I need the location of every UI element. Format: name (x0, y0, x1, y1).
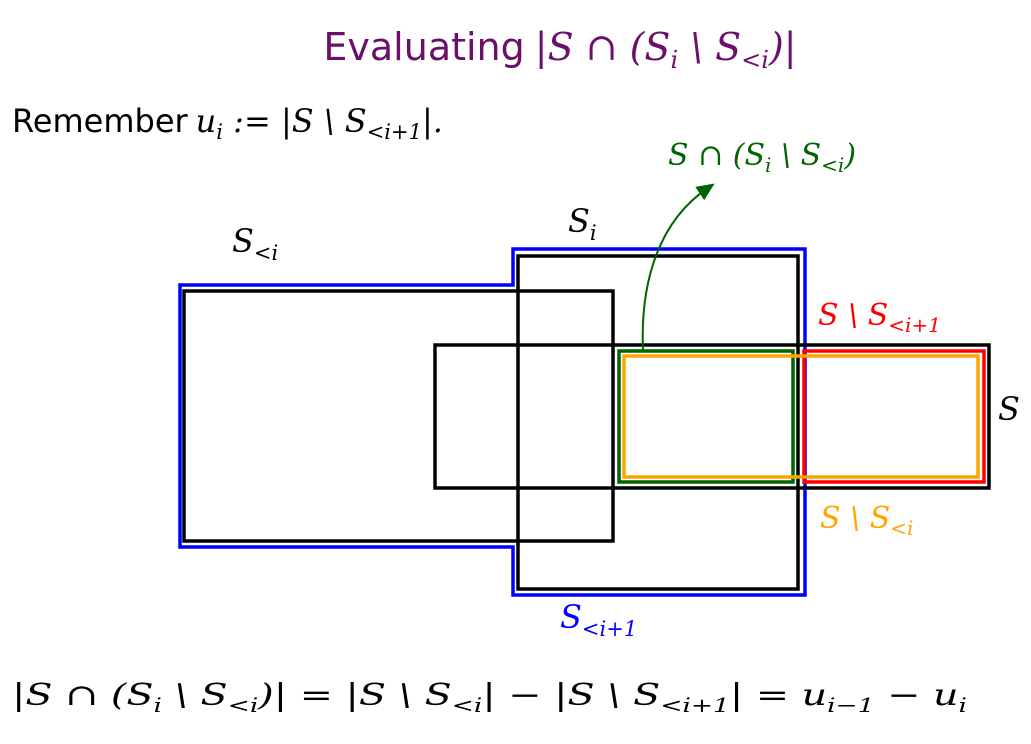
label-s-minus-less-i: S \ S<i (820, 501, 913, 540)
s-less-i-plus-1-outline (178, 247, 807, 597)
label-s-minus-less-i1: S \ S<i+1 (818, 298, 941, 337)
slide-title: Evaluating|S ∩ (Si \ S<i)| (323, 25, 796, 74)
s-minus-less-i-rect (622, 354, 980, 479)
s-minus-less-i1-rect (802, 349, 986, 484)
label-s-less-i: S<i (232, 222, 278, 265)
label-s-i: Si (568, 202, 597, 245)
label-s-less-i1: S<i+1 (560, 598, 637, 641)
label-intersection: S ∩ (Si \ S<i) (668, 138, 856, 177)
intersection-rect (617, 349, 795, 484)
s-less-i-rect (182, 289, 615, 543)
label-s: S (998, 390, 1020, 428)
arrow-icon (641, 183, 715, 351)
s-rect (433, 343, 991, 490)
s-i-rect (516, 254, 800, 591)
